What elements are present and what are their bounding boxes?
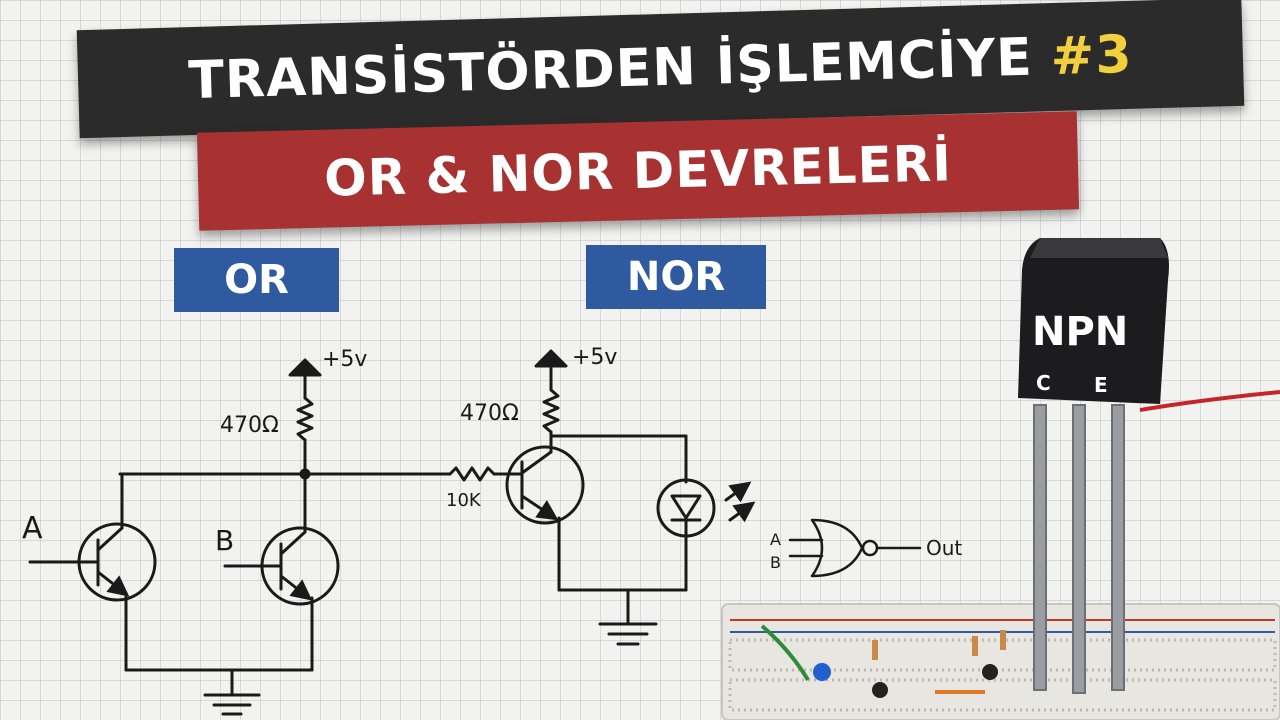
or-circuit xyxy=(28,358,452,716)
pin-c-label: C xyxy=(1036,371,1051,395)
or-label: OR xyxy=(174,248,339,312)
nor-resistor-470 xyxy=(542,388,560,434)
npn-label: NPN xyxy=(1032,309,1128,355)
gate-output-label: Out xyxy=(926,536,962,560)
nor-led xyxy=(656,434,756,592)
nor-supply-label: +5v xyxy=(572,345,617,370)
npn-transistor-photo: NPN C E xyxy=(1018,238,1280,694)
red-wire xyxy=(1139,390,1280,412)
nor-resistor-label: 470Ω xyxy=(460,401,519,426)
nor-label: NOR xyxy=(586,245,766,309)
nor-circuit xyxy=(448,349,756,646)
or-resistor-label: 470Ω xyxy=(220,413,279,438)
breadboard-transistor-2 xyxy=(982,664,998,680)
transistor-a xyxy=(28,472,157,672)
or-resistor-470 xyxy=(296,396,314,442)
resistor-3 xyxy=(1000,630,1006,650)
breadboard xyxy=(721,603,1280,720)
gate-input-a-label: A xyxy=(770,530,781,549)
gate-input-b-label: B xyxy=(770,553,781,572)
or-supply-arrow xyxy=(288,358,322,377)
pin-e-label: E xyxy=(1094,373,1108,397)
breadboard-transistor-1 xyxy=(872,682,888,698)
input-a-label: A xyxy=(22,511,43,546)
resistor-2 xyxy=(972,636,978,656)
nor-resistor-10k xyxy=(448,466,496,482)
or-supply-label: +5v xyxy=(322,347,367,372)
transistor-b xyxy=(223,472,340,672)
resistor-1 xyxy=(872,640,878,660)
nor-supply-arrow xyxy=(534,349,568,368)
nor-transistor xyxy=(505,434,585,592)
nor-base-resistor-label: 10K xyxy=(446,490,482,511)
jumper-wire-green xyxy=(760,624,810,682)
input-b-label: B xyxy=(215,524,234,557)
led-blue xyxy=(813,663,831,681)
nor-gate-symbol xyxy=(788,518,922,578)
